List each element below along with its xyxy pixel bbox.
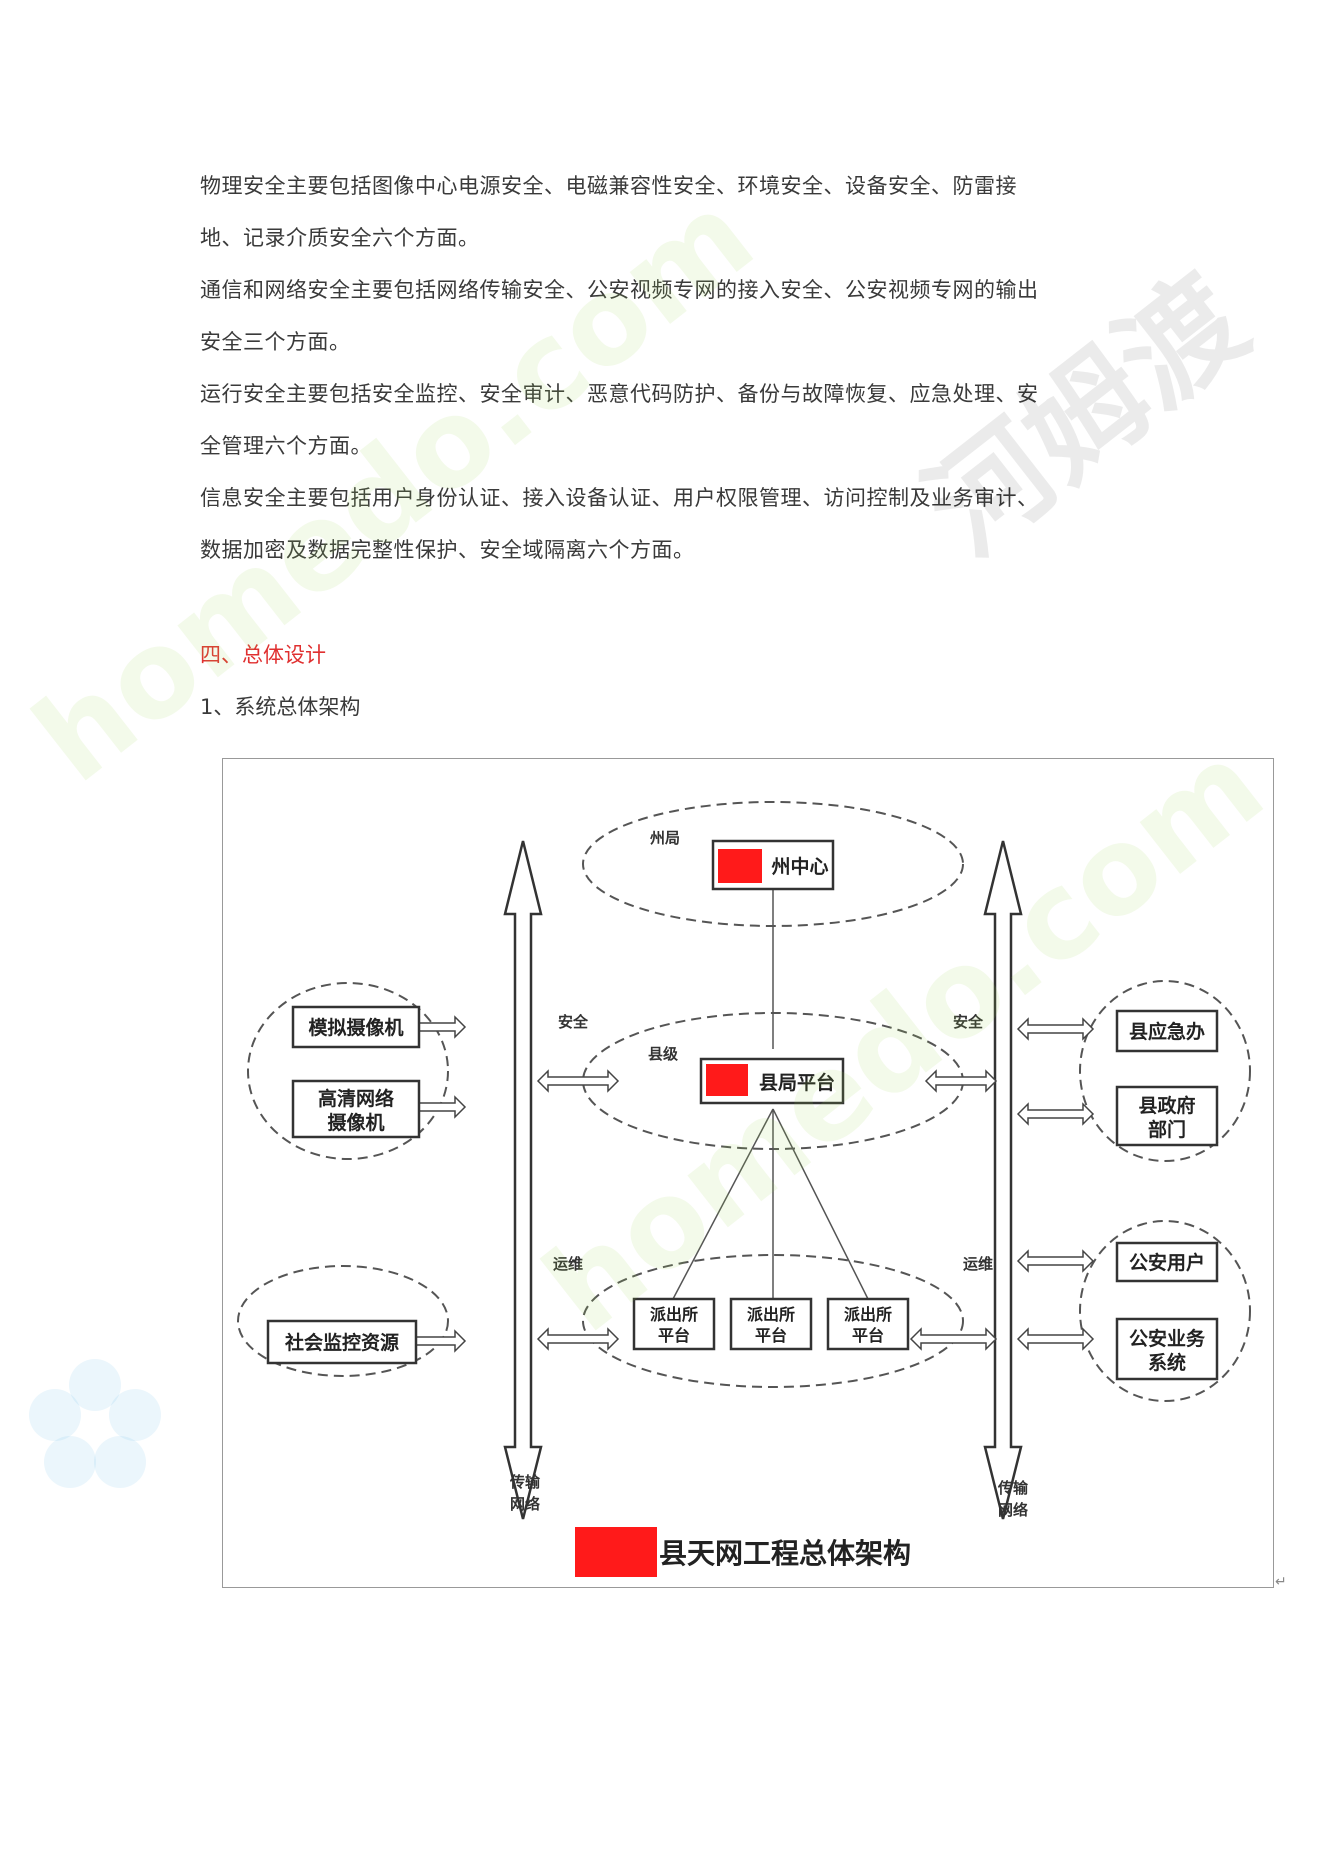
paragraph-operation-security: 运行安全主要包括安全监控、安全审计、恶意代码防护、备份与故障恢复、应急处理、安 … bbox=[200, 368, 1120, 472]
right-network-label-2: 网络 bbox=[998, 1501, 1028, 1519]
redaction-caption bbox=[575, 1527, 657, 1577]
zhou-label: 州局 bbox=[649, 829, 680, 847]
left-security-label: 安全 bbox=[558, 1013, 589, 1031]
redaction-county bbox=[706, 1064, 748, 1096]
left-network-label-2: 网络 bbox=[510, 1495, 540, 1513]
station-ellipse bbox=[582, 1254, 964, 1388]
station2-box bbox=[729, 1297, 813, 1351]
station1-label-2: 平台 bbox=[658, 1326, 690, 1345]
left-network-arrow bbox=[503, 840, 543, 1520]
paragraph-line: 信息安全主要包括用户身份认证、接入设备认证、用户权限管理、访问控制及业务审计、 bbox=[200, 486, 1039, 510]
zhou-center-label: 州中心 bbox=[771, 855, 828, 878]
arrow-county-gov bbox=[1016, 1102, 1095, 1126]
right-network-label-1: 传输 bbox=[997, 1479, 1029, 1497]
diagram-caption: 县天网工程总体架构 bbox=[659, 1537, 911, 1570]
social-monitor-label: 社会监控资源 bbox=[284, 1331, 399, 1354]
station3-label-1: 派出所 bbox=[844, 1305, 892, 1324]
link-county-station3 bbox=[772, 1108, 869, 1300]
hd-camera-label-2: 摄像机 bbox=[327, 1111, 384, 1134]
police-user-box bbox=[1115, 1241, 1219, 1283]
analog-camera-label: 模拟摄像机 bbox=[308, 1016, 403, 1039]
watermark-flower-icon bbox=[29, 1359, 161, 1488]
emergency-office-box bbox=[1115, 1009, 1219, 1053]
link-county-station1 bbox=[672, 1108, 774, 1300]
arrow-left-county bbox=[536, 1069, 620, 1093]
paragraph-line: 全管理六个方面。 bbox=[200, 434, 372, 458]
paragraph-line: 安全三个方面。 bbox=[200, 330, 351, 354]
paragraph-line: 运行安全主要包括安全监控、安全审计、恶意代码防护、备份与故障恢复、应急处理、安 bbox=[200, 382, 1039, 406]
right-ops-label: 运维 bbox=[963, 1255, 993, 1273]
emergency-office-label: 县应急办 bbox=[1129, 1020, 1205, 1043]
architecture-diagram-frame: 州中心 县局平台 模拟摄像机 高清网络 摄像机 社会监控资源 县应急办 县政府 … bbox=[222, 758, 1274, 1588]
county-gov-label-2: 部门 bbox=[1148, 1118, 1186, 1141]
county-platform-label: 县局平台 bbox=[759, 1071, 835, 1094]
station1-label-1: 派出所 bbox=[650, 1305, 698, 1324]
paragraph-line: 通信和网络安全主要包括网络传输安全、公安视频专网的接入安全、公安视频专网的输出 bbox=[200, 278, 1039, 302]
station2-label-1: 派出所 bbox=[747, 1305, 795, 1324]
county-gov-label-1: 县政府 bbox=[1138, 1094, 1195, 1117]
arrow-right-station bbox=[909, 1327, 998, 1351]
station2-label-2: 平台 bbox=[755, 1326, 787, 1345]
left-camera-ellipse bbox=[247, 982, 449, 1160]
paragraph-physical-security: 物理安全主要包括图像中心电源安全、电磁兼容性安全、环境安全、设备安全、防雷接 地… bbox=[200, 160, 1120, 264]
hd-camera-label-1: 高清网络 bbox=[318, 1087, 394, 1110]
paragraph-network-security: 通信和网络安全主要包括网络传输安全、公安视频专网的接入安全、公安视频专网的输出 … bbox=[200, 264, 1120, 368]
left-network-label-1: 传输 bbox=[509, 1473, 541, 1491]
right-security-label: 安全 bbox=[953, 1013, 984, 1031]
left-social-ellipse bbox=[237, 1265, 449, 1377]
county-label: 县级 bbox=[648, 1045, 679, 1063]
redaction-zhou bbox=[718, 849, 762, 883]
paragraph-line: 物理安全主要包括图像中心电源安全、电磁兼容性安全、环境安全、设备安全、防雷接 bbox=[200, 174, 1017, 198]
analog-camera-box bbox=[291, 1005, 421, 1049]
social-monitor-box bbox=[266, 1319, 418, 1365]
arrow-emergency-office bbox=[1016, 1017, 1095, 1041]
right-network-arrow bbox=[983, 840, 1023, 1520]
arrow-right-county bbox=[924, 1069, 998, 1093]
left-ops-label: 运维 bbox=[553, 1255, 583, 1273]
station1-box bbox=[632, 1297, 716, 1351]
police-user-label: 公安用户 bbox=[1129, 1251, 1205, 1274]
police-system-label-1: 公安业务 bbox=[1129, 1327, 1206, 1350]
architecture-diagram: 州中心 县局平台 模拟摄像机 高清网络 摄像机 社会监控资源 县应急办 县政府 … bbox=[237, 801, 1251, 1577]
station3-label-2: 平台 bbox=[852, 1326, 884, 1345]
paragraph-line: 地、记录介质安全六个方面。 bbox=[200, 226, 480, 250]
arrow-left-station bbox=[536, 1327, 620, 1351]
paragraph-line: 数据加密及数据完整性保护、安全域隔离六个方面。 bbox=[200, 538, 695, 562]
right-police-ellipse bbox=[1079, 1220, 1251, 1402]
arrow-police-user bbox=[1016, 1249, 1095, 1273]
county-gov-box bbox=[1115, 1085, 1219, 1147]
right-gov-ellipse bbox=[1079, 980, 1251, 1162]
section-heading: 四、总体设计 bbox=[200, 643, 326, 667]
station3-box bbox=[826, 1297, 910, 1351]
arrow-police-system bbox=[1016, 1327, 1095, 1351]
subsection-heading: 1、系统总体架构 bbox=[200, 695, 361, 719]
paragraph-information-security: 信息安全主要包括用户身份认证、接入设备认证、用户权限管理、访问控制及业务审计、 … bbox=[200, 472, 1120, 576]
police-system-box bbox=[1115, 1317, 1219, 1381]
police-system-label-2: 系统 bbox=[1148, 1351, 1186, 1374]
paragraph-mark-icon: ↵ bbox=[1275, 1574, 1287, 1590]
hd-camera-box bbox=[291, 1079, 421, 1139]
